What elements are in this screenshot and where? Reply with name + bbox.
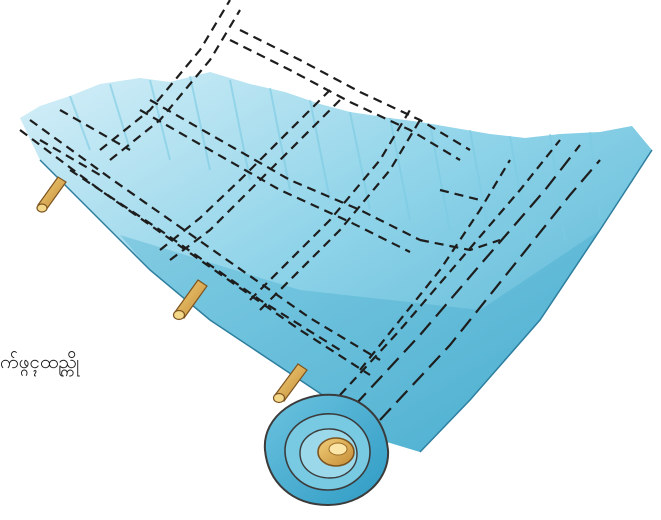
caption-label: က်ဖ္ဂၚထည္ကို	[0, 350, 79, 378]
dowel-4	[318, 438, 354, 466]
dowel-1	[37, 177, 66, 212]
cloth-roll	[265, 395, 388, 505]
